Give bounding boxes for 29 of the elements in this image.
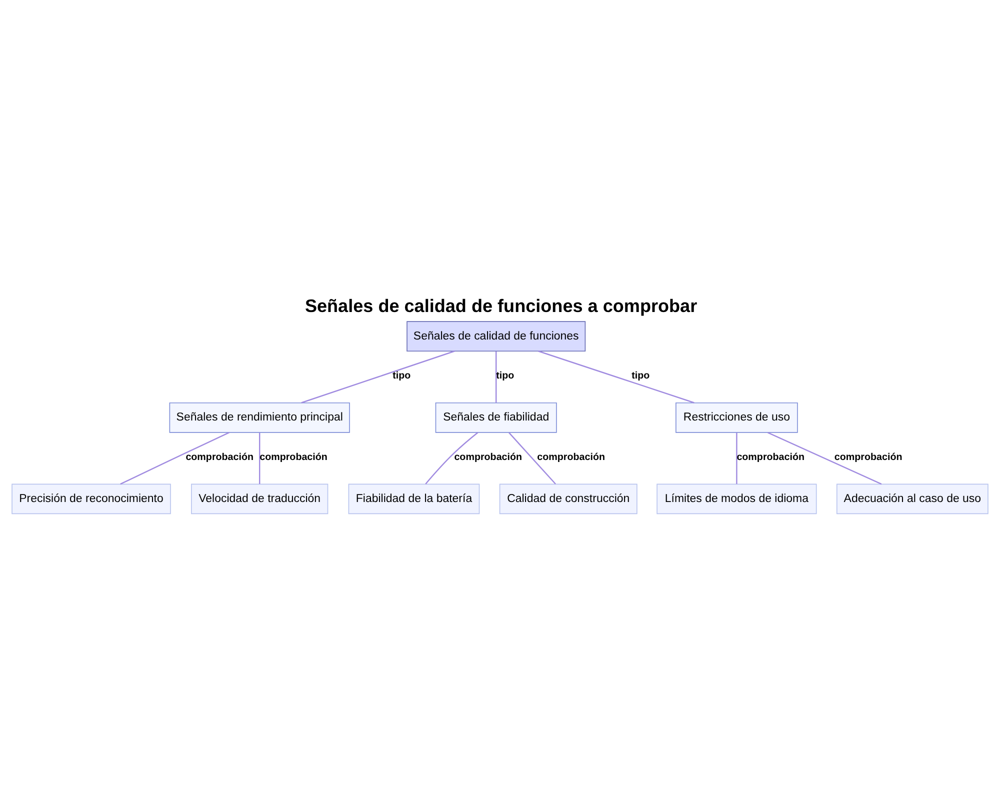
node-box: Señales de calidad de funciones (406, 320, 586, 352)
node-box: Calidad de construcción (499, 483, 638, 514)
edge-label: comprobación (260, 452, 328, 463)
node-box: Restricciones de uso (676, 402, 798, 432)
edge-label: comprobación (537, 452, 605, 463)
node-box: Señales de rendimiento principal (169, 402, 350, 432)
node-box: Precisión de reconocimiento (12, 483, 171, 514)
edge-label: comprobación (736, 452, 805, 463)
connector (301, 350, 455, 403)
connector (259, 432, 260, 484)
edge-label: tipo (496, 370, 514, 382)
edge-label: tipo (632, 370, 650, 382)
connector (538, 350, 694, 403)
connector (495, 350, 497, 402)
connector (508, 432, 556, 484)
node-box: Adecuación al caso de uso (836, 483, 988, 514)
edge-label: comprobación (834, 452, 902, 463)
connector (425, 432, 478, 484)
edge-label: comprobación (186, 452, 254, 463)
node-box: Señales de fiabilidad (435, 402, 557, 432)
connector (736, 432, 738, 484)
connector (767, 431, 882, 484)
edge-label: comprobación (454, 452, 522, 463)
node-box: Velocidad de traducción (191, 483, 328, 514)
node-box: Límites de modos de idioma (656, 483, 817, 514)
diagram-title: Señales de calidad de funciones a comprobar (304, 296, 698, 316)
node-box: Fiabilidad de la batería (348, 483, 480, 514)
edge-label: tipo (392, 370, 411, 382)
connector (120, 431, 230, 484)
